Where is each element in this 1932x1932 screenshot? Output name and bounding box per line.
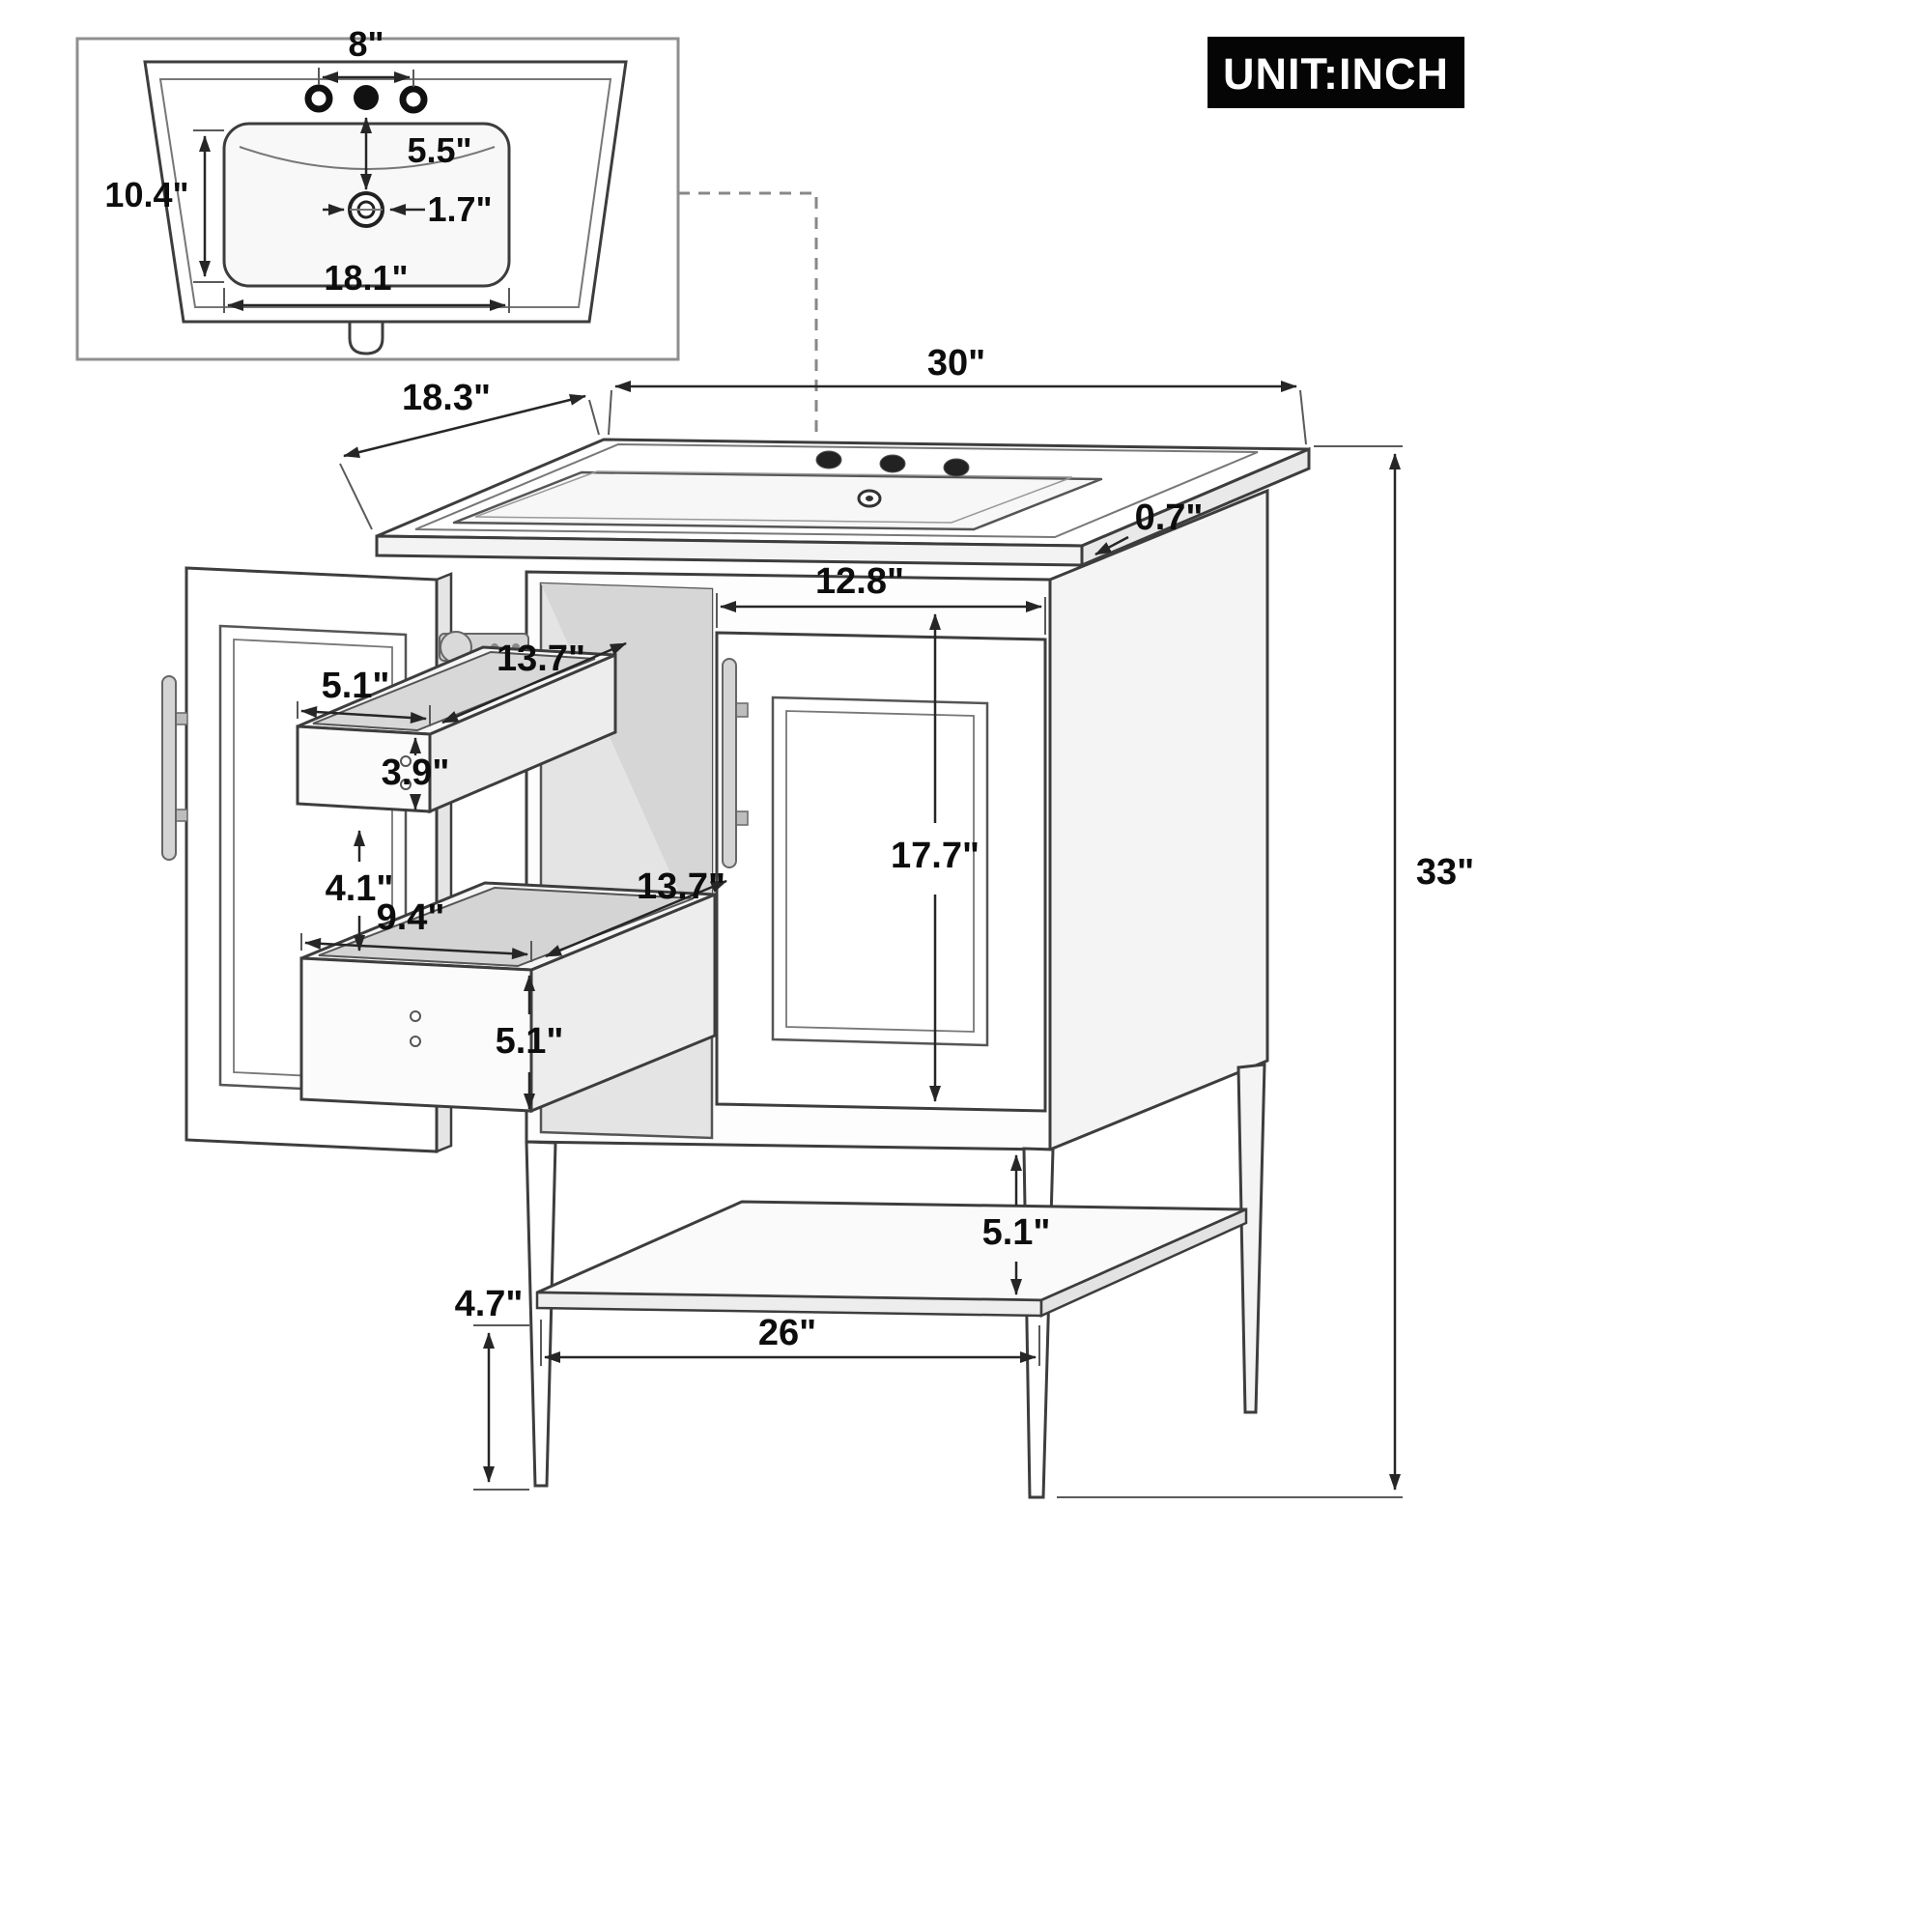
dim-door-height: 17.7" xyxy=(891,836,980,876)
dim-top-depth: 18.3" xyxy=(402,378,491,418)
dim-height: 33" xyxy=(1416,852,1474,893)
counter-top xyxy=(375,438,1311,568)
dim-lower-drawer-width: 9.4" xyxy=(377,897,445,938)
drawer-screw xyxy=(410,1010,421,1022)
dim-door-width: 12.8" xyxy=(815,561,904,602)
dim-arrow-lower-drawer-depth xyxy=(545,879,727,958)
right-door-recess-inner xyxy=(785,710,975,1033)
door-handle-mount xyxy=(175,712,188,725)
drain-pipe xyxy=(348,323,384,355)
front-right-leg xyxy=(1022,1147,1055,1499)
dim-drain: 1.7" xyxy=(427,189,492,229)
dim-upper-drawer-height: 3.9" xyxy=(382,753,450,793)
callout-line xyxy=(678,191,818,435)
dim-open-shelf-height: 5.1" xyxy=(982,1212,1051,1253)
drawer-screw xyxy=(410,1036,421,1047)
left-door-handle xyxy=(161,675,177,861)
unit-badge: UNIT:INCH xyxy=(1208,37,1464,108)
unit-badge-bg xyxy=(1208,37,1464,108)
basin-recess-inner xyxy=(474,470,1073,524)
dim-faucet-to-drain: 5.5" xyxy=(407,130,471,170)
dim-arrow-lower-drawer-width xyxy=(304,937,528,960)
drawer-screw xyxy=(400,755,412,767)
dim-top-width: 30" xyxy=(927,343,985,384)
bottom-shelf-side xyxy=(1039,1208,1248,1318)
sink-rim-inner xyxy=(158,78,612,308)
counter-faucet-hole-center xyxy=(879,454,906,473)
dim-faucet-spread: 8" xyxy=(348,24,384,64)
dim-upper-drawer-depth: 13.7" xyxy=(497,639,585,679)
faucet-hole-right xyxy=(399,85,428,114)
basin-recess xyxy=(452,470,1103,531)
faucet-hole-left xyxy=(304,84,333,113)
dim-upper-drawer-width: 5.1" xyxy=(322,666,390,706)
dim-lower-drawer-height: 5.1" xyxy=(496,1021,564,1062)
right-door-handle xyxy=(722,658,737,868)
upper-drawer-front xyxy=(296,724,432,813)
dim-sink-width: 18.1" xyxy=(324,258,408,298)
lower-drawer-front xyxy=(299,956,533,1113)
front-left-leg xyxy=(525,1140,557,1488)
right-door xyxy=(715,631,1047,1113)
door-handle-mount xyxy=(175,809,188,822)
right-door-recess-outer xyxy=(771,696,989,1047)
ext-line xyxy=(588,399,600,436)
ext-line xyxy=(1299,389,1307,445)
vanity-drawing xyxy=(161,438,1311,1499)
ext-line xyxy=(608,389,612,436)
faucet-hole-center xyxy=(354,85,379,110)
drawer-screw xyxy=(400,779,412,790)
unit-badge-label: UNIT:INCH xyxy=(1223,49,1449,99)
sink-top-view-inset: 8" 10.4" 5.5" 1.7" 18.1" xyxy=(75,24,680,361)
counter-faucet-hole-right xyxy=(943,458,970,477)
dim-arrow-upper-drawer-width xyxy=(300,706,427,724)
right-door-panel xyxy=(715,631,1047,1113)
dim-arrow-upper-drawer-depth xyxy=(441,641,627,724)
dim-lower-drawer-depth: 13.7" xyxy=(637,867,725,907)
dimensions: 30" 18.3" 0.7" 12.8" 17.7" 33" 5.1" 13.7… xyxy=(297,343,1474,1498)
counter-inner-rim xyxy=(414,442,1259,539)
dim-drawer-gap: 4.1" xyxy=(326,868,394,909)
dim-top-thickness: 0.7" xyxy=(1135,497,1204,538)
bottom-shelf-top xyxy=(536,1200,1247,1302)
dim-arrow-top-depth xyxy=(343,394,586,458)
dim-shelf-width: 26" xyxy=(758,1313,816,1353)
back-right-leg xyxy=(1236,1063,1266,1414)
ext-line xyxy=(339,463,373,530)
dim-sink-depth: 10.4" xyxy=(104,175,188,214)
cabinet-right-side xyxy=(1048,488,1269,1152)
dim-leg-height: 4.7" xyxy=(455,1284,524,1324)
overflow-hole-center xyxy=(866,496,873,501)
counter-side-edge xyxy=(1080,446,1311,568)
dim-leader-top-thickness xyxy=(1094,535,1129,556)
counter-faucet-hole-left xyxy=(815,450,842,469)
